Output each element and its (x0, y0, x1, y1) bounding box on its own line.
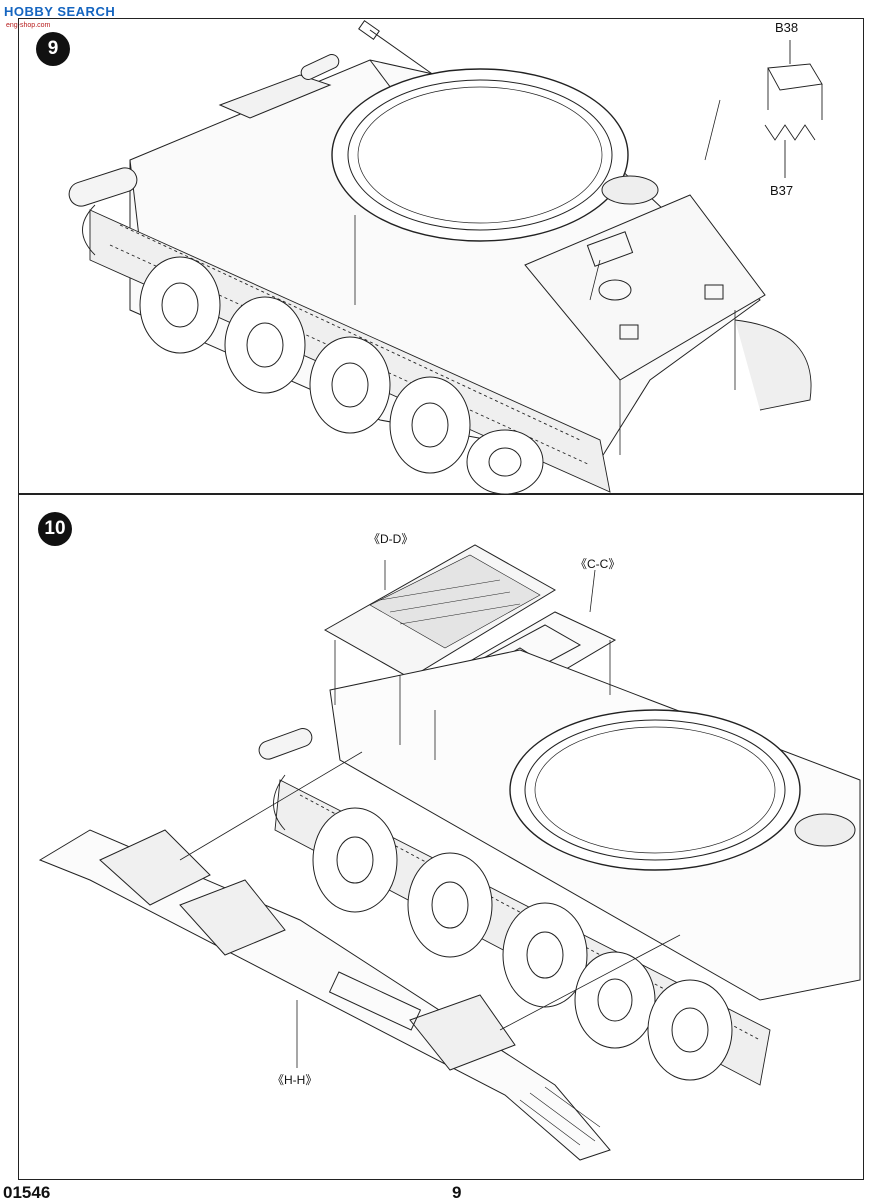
step-9-front-plate (525, 176, 765, 380)
part-label-b38: B38 (775, 20, 799, 35)
kit-number: 01546 (3, 1183, 51, 1202)
step-9-arrows (355, 100, 735, 455)
step-9-detail-parts (765, 40, 822, 178)
page-number: 9 (452, 1183, 462, 1202)
step-10-turret-ring (510, 710, 855, 870)
step-10-badge: 10 (38, 512, 72, 546)
step-10-lower-plate-hh (40, 830, 610, 1160)
watermark-logo: HOBBY SEARCH (4, 4, 116, 19)
step-10-road-wheels (313, 808, 732, 1080)
step-9-panel (18, 18, 864, 494)
part-label-h-h: 《H-H》 (272, 1073, 318, 1087)
part-label-c-c: 《C-C》 (575, 557, 621, 571)
step-9-badge: 9 (36, 32, 70, 66)
step-10-engine-deck-dd (325, 545, 555, 678)
watermark-subtext: eng-shop.com (6, 22, 51, 29)
part-label-d-d: 《D-D》 (368, 532, 414, 546)
part-label-b37: B37 (770, 183, 794, 198)
step-10-arrows (180, 560, 680, 1030)
step-9-turret-ring (332, 69, 628, 241)
step-10-panel (18, 494, 864, 1180)
step-9-road-wheels (140, 257, 543, 494)
